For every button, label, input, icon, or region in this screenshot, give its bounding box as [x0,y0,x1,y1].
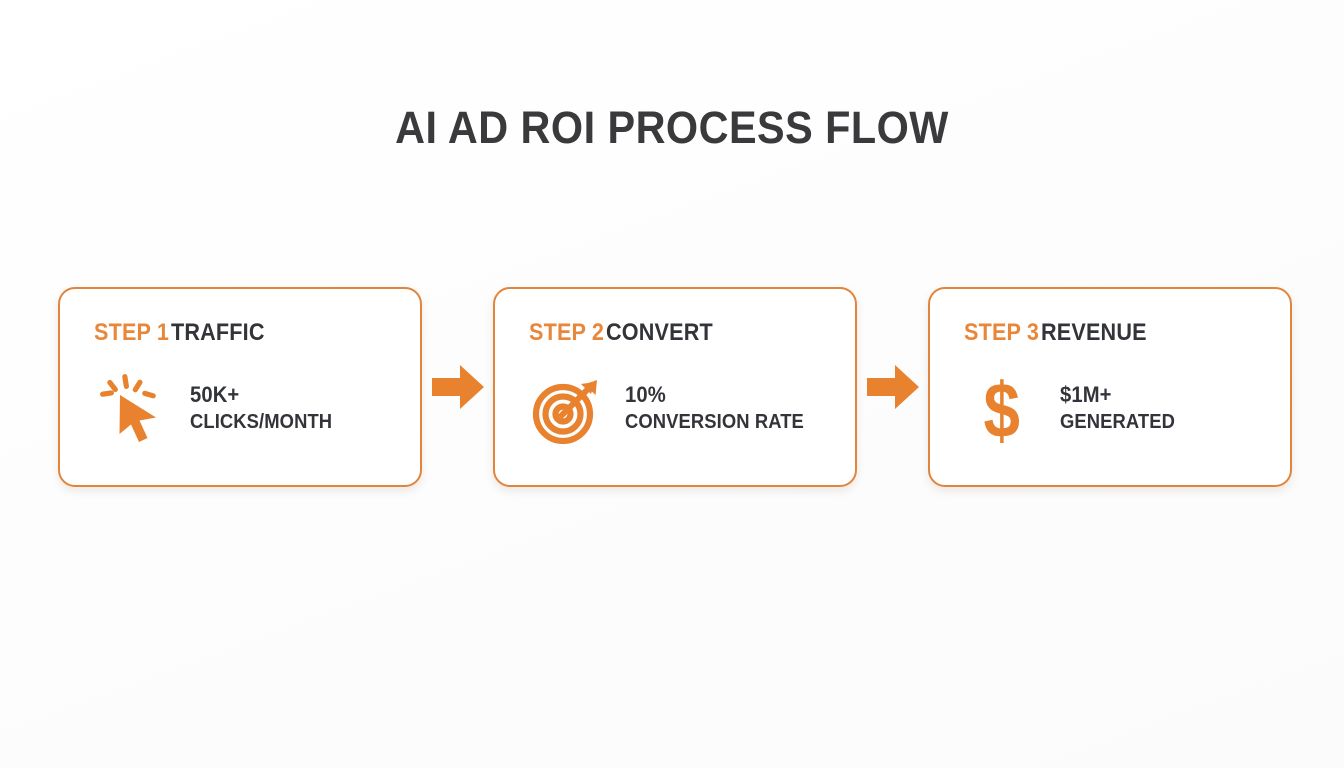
step-card-1-stat-caption: CLICKS/MONTH [190,411,333,434]
step-card-3-step-label: STEP 3 [964,319,1040,346]
click-cursor-icon [94,370,170,446]
step-card-2-stats: 10% CONVERSION RATE [625,380,819,436]
connector-2 [857,287,928,487]
step-card-3[interactable]: STEP 3 REVENUE $ $1M+ GENERATED [928,287,1292,487]
step-card-2-body: 10% CONVERSION RATE [529,369,855,447]
step-card-1-stats: 50K+ CLICKS/MONTH [190,380,345,436]
step-card-3-stat-caption: GENERATED [1060,411,1175,434]
target-bullseye-icon [529,370,605,446]
arrow-right-icon [431,363,484,411]
step-card-3-body: $ $1M+ GENERATED [964,366,1290,454]
step-card-3-stats: $1M+ GENERATED [1060,380,1185,436]
step-card-1-step-label: STEP 1 [94,319,170,346]
step-card-3-stat-value: $1M+ [1060,381,1112,407]
page-title: AI AD ROI PROCESS FLOW [395,102,949,153]
step-card-3-header: STEP 3 REVENUE [964,319,1290,347]
step-card-2-stat-value: 10% [625,381,666,407]
step-card-1-stat-value: 50K+ [190,381,240,407]
dollar-sign-icon: $ [964,366,1040,454]
step-card-2-title: CONVERT [606,319,714,346]
step-card-2-header: STEP 2 CONVERT [529,319,855,347]
step-card-1-title: TRAFFIC [171,319,266,346]
step-card-1-header: STEP 1 TRAFFIC [94,319,420,347]
process-flow-row: STEP 1 TRAFFIC [58,287,1292,487]
step-card-2[interactable]: STEP 2 CONVERT [493,287,857,487]
dollar-sign-glyph: $ [983,366,1021,454]
step-card-3-title: REVENUE [1041,319,1148,346]
step-card-1[interactable]: STEP 1 TRAFFIC [58,287,422,487]
step-card-1-body: 50K+ CLICKS/MONTH [94,369,420,447]
connector-1 [422,287,493,487]
step-card-2-step-label: STEP 2 [529,319,605,346]
arrow-right-icon [866,363,919,411]
step-card-2-stat-caption: CONVERSION RATE [625,411,804,434]
